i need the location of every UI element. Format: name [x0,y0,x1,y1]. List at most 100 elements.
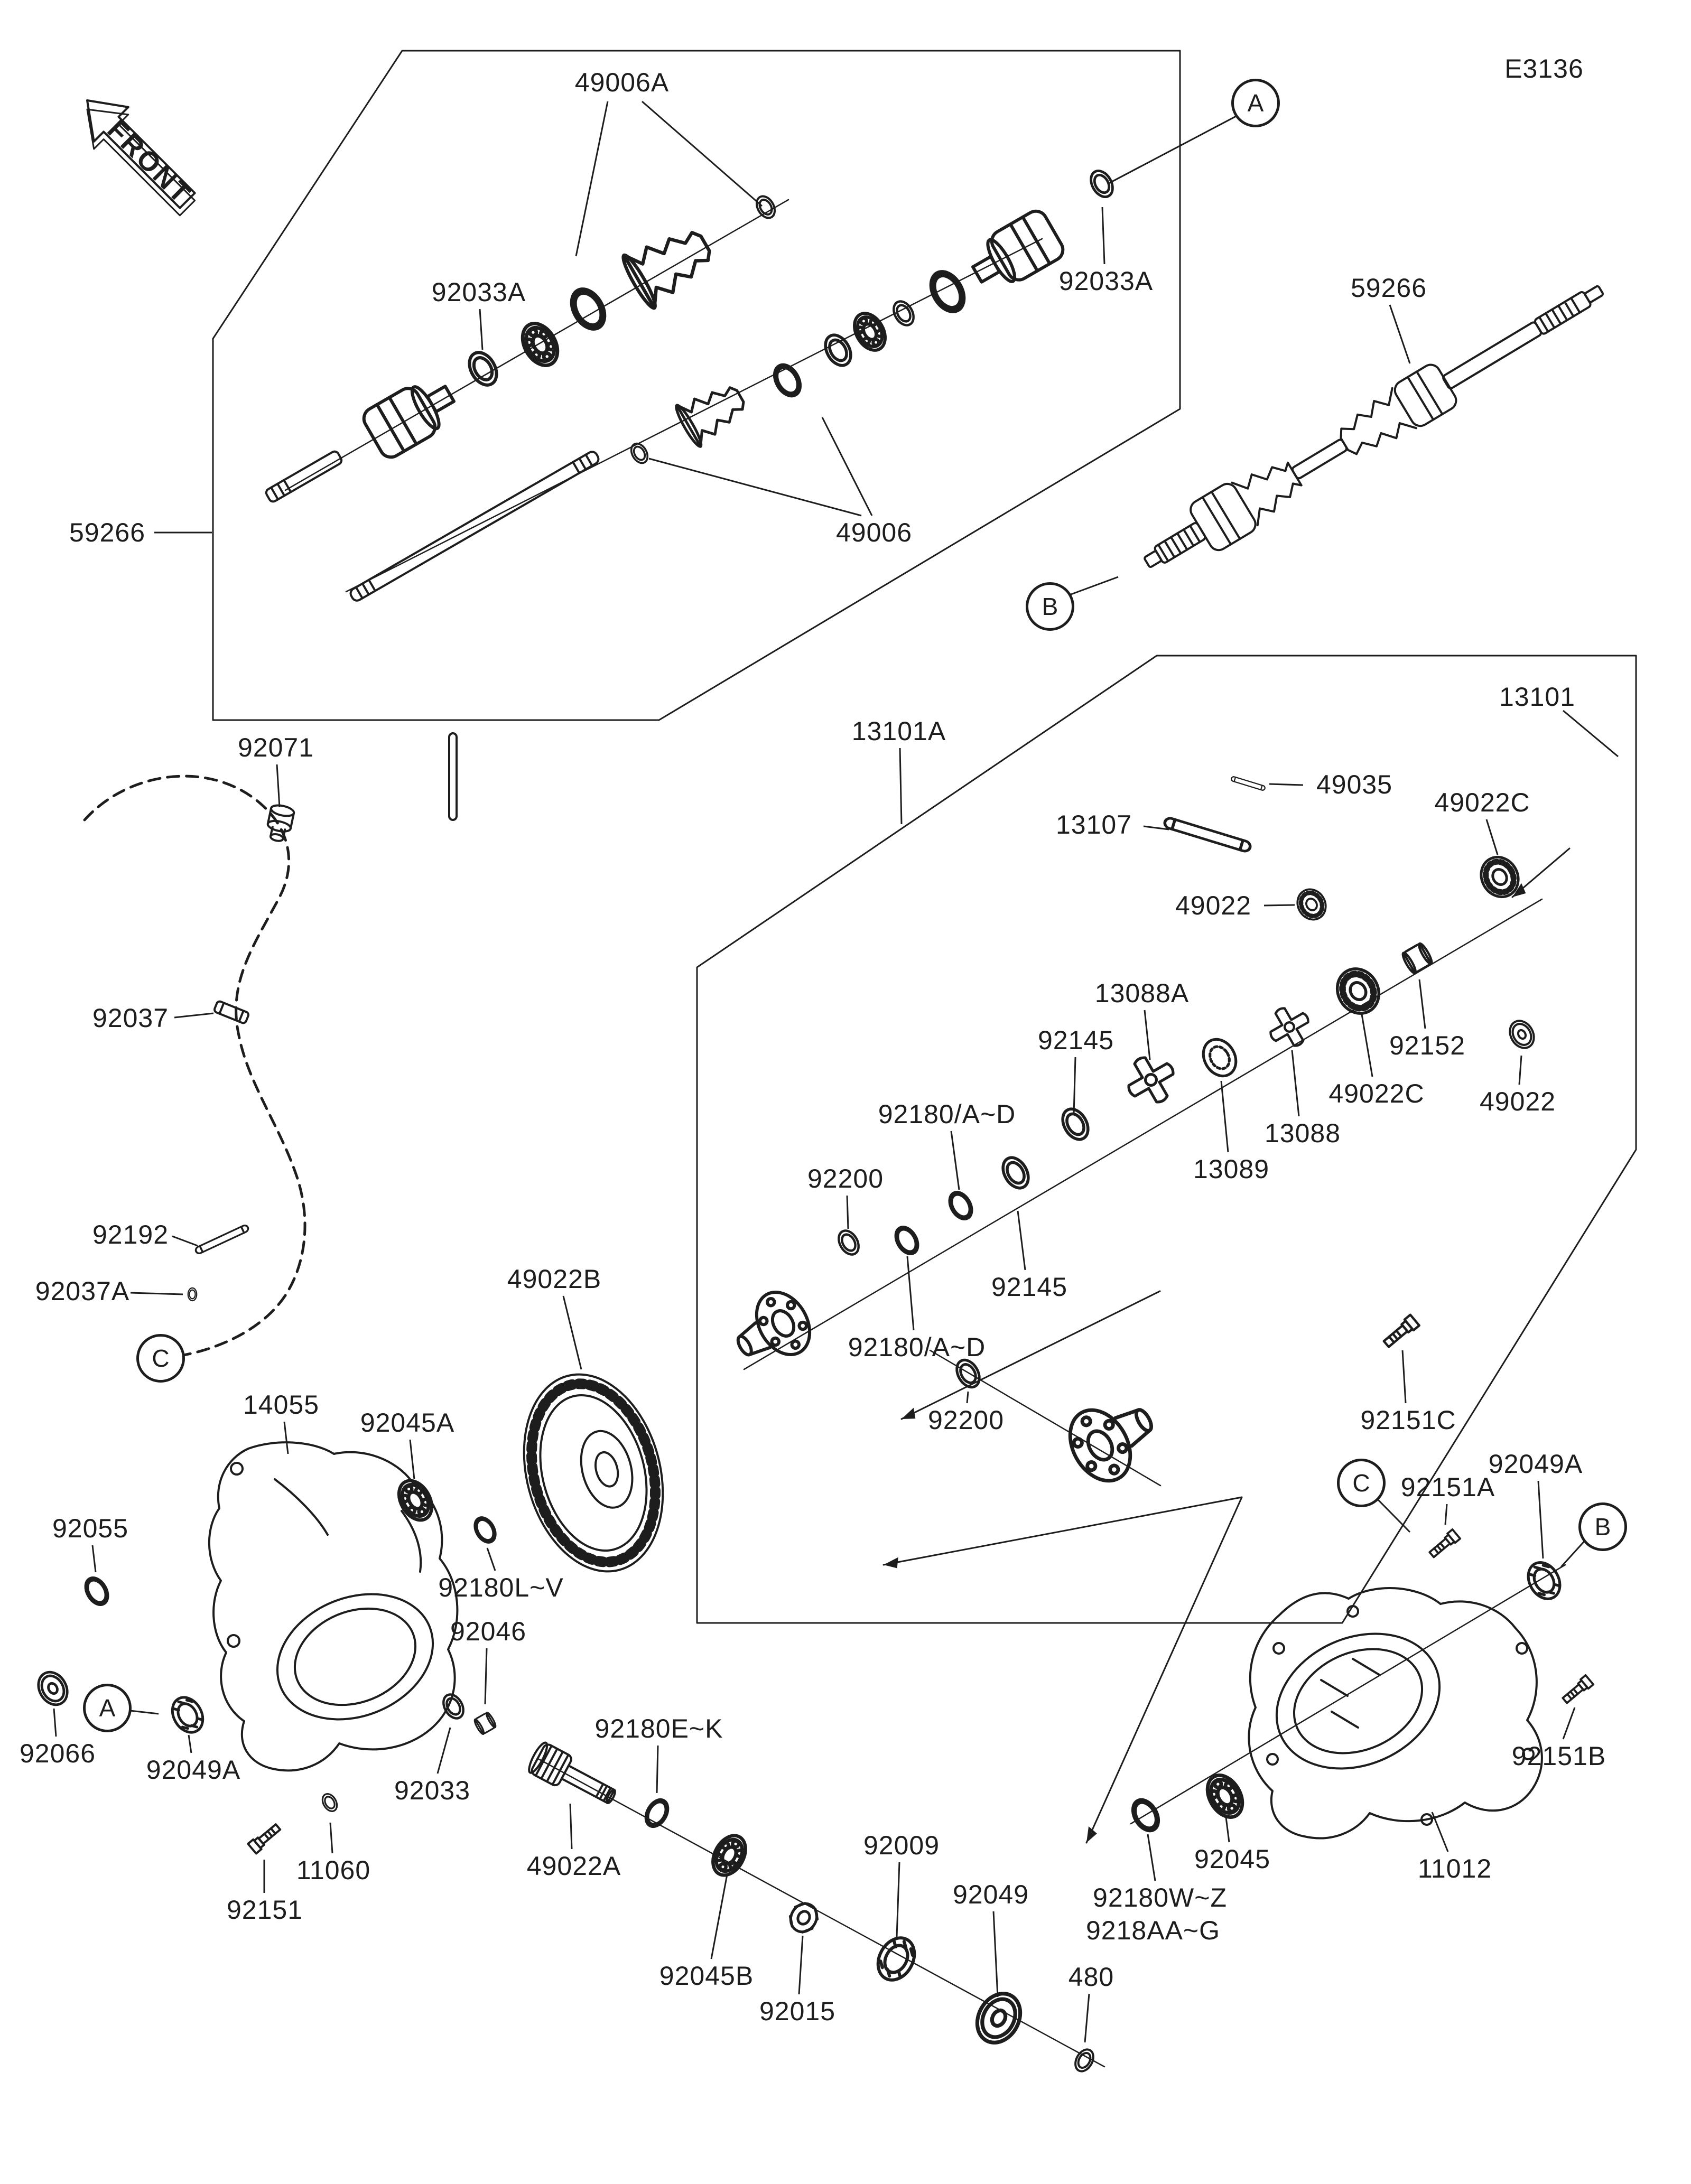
leader-line [1485,819,1499,855]
leader-line [1073,1057,1076,1115]
leader-line [950,1131,960,1190]
part-label-13107: 13107 [1055,810,1132,839]
part-label-49022C-top: 49022C [1434,788,1530,817]
leader-line [1263,904,1295,907]
part-label-92180AD-lower: 92180/A~D [848,1332,986,1362]
part-label-92015: 92015 [759,1996,836,2026]
part-label-92192: 92192 [92,1220,169,1249]
part-label-59266-left: 59266 [69,518,146,547]
leader-line [821,417,873,516]
leader-line [174,1012,214,1019]
part-label-92033: 92033 [394,1776,471,1805]
leader-line [992,1911,999,1998]
leader-line [1147,1834,1156,1881]
diagram-code: E3136 [1504,54,1584,83]
leader-line [486,1547,496,1571]
part-label-92045B: 92045B [659,1961,754,1991]
part-label-92037: 92037 [92,1003,169,1033]
pinion-shaft-49022A [528,1741,616,1804]
part-label-49022-bottom: 49022 [1479,1087,1556,1116]
leader-line [906,1256,915,1331]
leader-line [1069,576,1119,596]
part-label-13101A: 13101A [851,716,946,746]
cover-housing-11012 [1248,1587,1543,1840]
leader-lines [53,100,1619,2043]
part-label-49022C-bottom: 49022C [1328,1079,1425,1108]
part-label-49035: 49035 [1316,770,1393,799]
leader-line [1518,1055,1522,1085]
leader-line [710,1874,728,1959]
connector-A-left: A [83,1684,132,1732]
leader-line [1101,207,1105,265]
part-label-92045: 92045 [1194,1844,1271,1874]
leader-line [188,1734,192,1753]
leader-line [1418,979,1426,1029]
part-label-92046: 92046 [450,1617,527,1646]
leader-line [276,764,281,808]
leader-line [130,1292,183,1295]
part-label-92151B: 92151B [1511,1741,1606,1771]
part-label-11060: 11060 [296,1855,371,1885]
leader-line [283,1421,289,1454]
part-label-49022A: 49022A [526,1851,621,1881]
connector-A-top: A [1231,79,1280,127]
leader-line [575,101,609,257]
leader-line [1084,1993,1090,2043]
leader-line [1109,115,1238,184]
part-label-92151C: 92151C [1360,1405,1456,1435]
part-label-92055: 92055 [52,1514,129,1543]
leader-line [642,100,763,207]
leader-line [966,1391,969,1404]
part-label-92033A-right: 92033A [1058,266,1154,296]
ring-gear-49022B [523,1373,664,1573]
leader-line [899,748,903,825]
part-label-92049: 92049 [952,1880,1029,1909]
leader-line [479,309,484,350]
leader-line [1143,825,1169,830]
part-label-92009: 92009 [863,1831,940,1860]
part-label-49006: 49006 [835,518,913,547]
drive-shaft-bar [349,451,600,602]
part-label-92071: 92071 [237,733,314,762]
leader-line [409,1439,415,1480]
part-label-13089: 13089 [1193,1154,1270,1184]
leader-line [1017,1210,1026,1271]
part-label-92200-lower: 92200 [927,1405,1005,1435]
leader-line [129,1710,159,1715]
part-label-14055: 14055 [243,1390,320,1420]
leader-line [1537,1480,1544,1559]
breather-hose [83,774,306,1357]
leader-line [1220,1080,1229,1153]
leader-line [436,1727,451,1774]
leader-line [562,1295,582,1370]
pointer-lines [882,847,1571,1845]
leader-line [1444,1504,1448,1525]
leader-line [846,1195,849,1229]
part-label-13088A: 13088A [1094,978,1190,1008]
part-label-49022B: 49022B [507,1264,602,1294]
leader-line [1225,1817,1230,1843]
leader-line [1376,1497,1411,1533]
boundary-box-front-shaft [212,50,1181,721]
part-label-92180LV: 92180L~V [438,1573,564,1602]
part-label-92152: 92152 [1389,1031,1466,1060]
part-label-92045A: 92045A [360,1408,455,1438]
hose-clamp [213,1000,249,1024]
part-label-92033A-left: 92033A [431,277,526,307]
leader-line [656,1745,659,1794]
connector-C-right: C [1337,1459,1386,1507]
leader-line [1563,710,1619,758]
leader-line [1562,1707,1576,1740]
part-label-49006A: 49006A [574,68,670,97]
drive-shaft-assembled [1144,285,1604,568]
leader-line [1401,1350,1407,1404]
connector-B-right: B [1578,1502,1627,1551]
part-label-92049A-left: 92049A [146,1755,241,1785]
leader-line [798,1935,804,1995]
leader-line [484,1648,488,1705]
leader-line [1144,1010,1151,1060]
part-label-92066: 92066 [19,1739,96,1768]
leader-line [329,1822,333,1854]
leader-line [53,1708,57,1737]
